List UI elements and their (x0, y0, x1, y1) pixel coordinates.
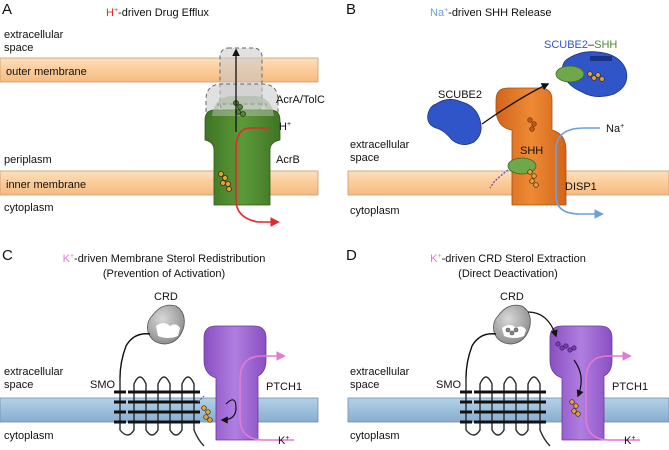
complex-label: SCUBE2–SHH (544, 39, 617, 51)
sodium-path-arrow (555, 127, 604, 219)
panel-title: H+-driven Drug Efflux (106, 7, 209, 19)
sterol-flip-arrow (220, 399, 237, 424)
membrane-sterol (201, 405, 213, 423)
panel-d: D K+-driven CRD Sterol Extraction (Direc… (346, 247, 669, 447)
title-ion-charge: + (114, 7, 118, 14)
panel-a: A H+-driven Drug Efflux extracellular sp… (0, 1, 325, 227)
panel-c: C K+-driven Membrane Sterol Redistributi… (0, 247, 319, 447)
extracellular-label-line1: extracellular (4, 29, 64, 41)
panel-subtitle: (Direct Deactivation) (458, 268, 558, 280)
title-rest: -driven Drug Efflux (118, 7, 209, 19)
extracellular-label-line1: extracellular (350, 139, 410, 151)
crd-domain (493, 304, 531, 345)
cytoplasm-label: cytoplasm (4, 202, 54, 214)
panel-letter: D (346, 247, 357, 264)
smo-helix-bands (460, 390, 546, 424)
acrb-transporter (204, 109, 281, 206)
sterol-transfer-arrow (573, 359, 584, 398)
potassium-label: K+ (624, 435, 635, 447)
extracellular-label-line2: space (350, 152, 379, 164)
palmitoyl-tail (489, 169, 509, 189)
extracellular-label-line2: space (4, 379, 33, 391)
cytoplasm-label: cytoplasm (350, 430, 400, 442)
ptch1-bound-sterol (569, 399, 581, 417)
acra-tolc-label: AcrA/TolC (276, 94, 325, 106)
panel-letter: B (346, 1, 356, 18)
crd-extraction-arrow (527, 311, 558, 338)
potassium-path-arrow (585, 351, 640, 441)
release-arrow (481, 83, 550, 125)
acrb-label: AcrB (276, 154, 300, 166)
panel-title: Na+-driven SHH Release (430, 7, 551, 19)
sterol-in-disp1 (527, 117, 537, 132)
crd-linker (119, 333, 151, 379)
crd-linker (465, 333, 497, 379)
panel-letter: A (2, 1, 12, 18)
smo-label: SMO (90, 379, 116, 391)
scube2-protein (427, 99, 482, 145)
panel-title: K+-driven Membrane Sterol Redistribution (63, 253, 266, 265)
extracellular-label-line1: extracellular (350, 366, 410, 378)
crd-label: CRD (154, 291, 178, 303)
sterol-tail (197, 395, 205, 403)
sodium-label: Na+ (606, 123, 624, 135)
cholesterol-anchor (527, 169, 539, 188)
ptch1-label: PTCH1 (612, 381, 648, 393)
extracellular-label-line2: space (4, 42, 33, 54)
panel-title: K+-driven CRD Sterol Extraction (430, 253, 586, 265)
smo-7tm-helices (465, 376, 551, 447)
disp1-label: DISP1 (565, 181, 597, 193)
panel-subtitle: (Prevention of Activation) (103, 268, 225, 280)
drug-molecule-membrane (218, 171, 232, 192)
scube2-label: SCUBE2 (438, 89, 482, 101)
inner-membrane-label: inner membrane (6, 179, 86, 191)
proton-path-arrow (235, 127, 280, 227)
outer-membrane-label: outer membrane (6, 66, 87, 78)
plasma-membrane (347, 170, 669, 196)
extracellular-label-line1: extracellular (4, 366, 64, 378)
acra-overlap (212, 96, 274, 116)
smo-7tm-helices (119, 376, 205, 447)
complex-sterol (587, 71, 605, 82)
crd-bound-sterol (505, 327, 519, 336)
potassium-label: K+ (278, 435, 289, 447)
title-ion: H (106, 7, 114, 19)
complex-helix (590, 56, 612, 61)
ptch1-label: PTCH1 (266, 381, 302, 393)
shh-label: SHH (520, 145, 543, 157)
cytoplasm-label: cytoplasm (4, 430, 54, 442)
ptch1-transporter (203, 325, 267, 441)
extracted-sterol (555, 341, 577, 353)
crd-sterol-pocket (502, 325, 526, 338)
panel-b: B Na+-driven SHH Release extracellular s… (346, 1, 669, 219)
crd-sterol-pocket (156, 323, 180, 338)
outer-membrane (0, 57, 319, 83)
panel-letter: C (2, 247, 13, 264)
periplasm-label: periplasm (4, 154, 52, 166)
crd-label: CRD (500, 291, 524, 303)
smo-label: SMO (436, 379, 462, 391)
scube2-shh-complex-shh (555, 65, 585, 83)
potassium-path-arrow (239, 351, 294, 441)
proton-label: H+ (279, 121, 291, 133)
extracellular-label-line2: space (350, 379, 379, 391)
cytoplasm-label: cytoplasm (350, 205, 400, 217)
